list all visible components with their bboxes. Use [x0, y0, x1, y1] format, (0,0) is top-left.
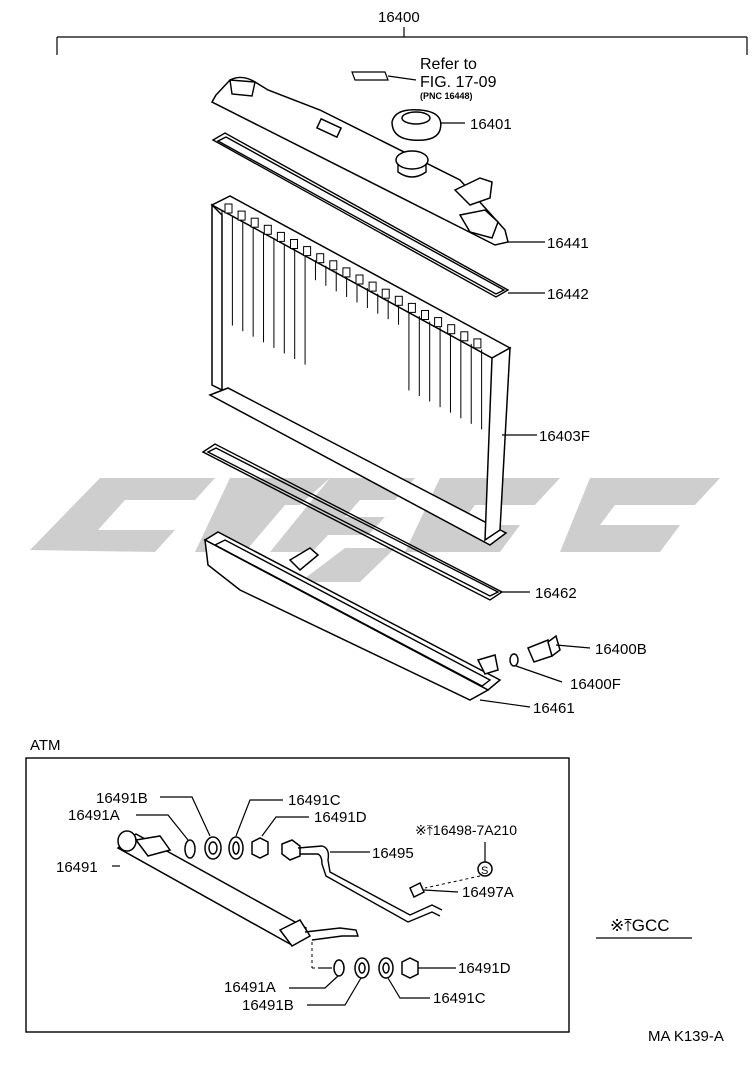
atm-label-16491C-bot: 16491C	[433, 990, 486, 1007]
label-16403F: 16403F	[539, 428, 590, 445]
core-tab	[407, 302, 416, 313]
washer-b-top	[204, 836, 222, 860]
figure-code: MA K139-A	[648, 1028, 724, 1045]
washer-c-top	[228, 836, 244, 860]
drain-cock-oring	[509, 653, 563, 683]
core-tab	[303, 246, 312, 257]
watermark-logo	[30, 478, 720, 582]
core-tab	[447, 324, 456, 335]
drain-cock	[527, 634, 591, 663]
core-tab	[473, 338, 482, 349]
refer-note: Refer to FIG. 17-09 (PNC 16448)	[351, 56, 497, 101]
atm-label-16491D-top: 16491D	[314, 809, 367, 826]
core-tab	[290, 239, 298, 249]
washer-a-top	[184, 839, 196, 859]
nut-d-top	[251, 837, 269, 859]
washer-b-bot	[354, 957, 370, 979]
label-16400F: 16400F	[570, 676, 621, 693]
clamp: S	[409, 861, 493, 899]
atm-label-16491B-bot: 16491B	[242, 997, 294, 1014]
core-tab	[460, 331, 469, 342]
atm-label-16497A: 16497A	[462, 884, 514, 901]
refer-note-line1: Refer to	[420, 56, 477, 73]
washer-c-bot	[378, 957, 394, 979]
label-16461: 16461	[533, 700, 575, 717]
core-tab	[368, 281, 377, 292]
assembly-bracket	[56, 27, 748, 55]
atm-label-clamp-ref: ※⤒16498-7A210	[415, 822, 517, 838]
atm-leaders	[136, 796, 486, 1006]
core-tab	[237, 210, 246, 221]
core-tab	[381, 288, 390, 299]
label-16400B: 16400B	[595, 641, 647, 658]
core-tab	[250, 217, 259, 228]
core-tab	[355, 274, 364, 285]
washer-a-bot	[333, 959, 345, 977]
refer-note-line2: FIG. 17-09	[420, 74, 497, 91]
upper-tank	[210, 76, 545, 246]
core-fins	[221, 203, 483, 430]
clamp-symbol: S	[481, 865, 488, 877]
atm-label-16491C-top: 16491C	[288, 792, 341, 809]
oil-pipe	[281, 839, 443, 923]
refer-note-line3: (PNC 16448)	[420, 91, 473, 101]
lower-gasket	[201, 443, 530, 601]
upper-gasket	[211, 132, 545, 298]
label-16462: 16462	[535, 585, 577, 602]
radiator-core	[208, 195, 537, 546]
legend-note: ※⤒GCC	[610, 916, 670, 935]
lower-tank	[203, 531, 531, 708]
label-16441: 16441	[547, 235, 589, 252]
atm-label-16495: 16495	[372, 845, 414, 862]
atm-title: ATM	[30, 737, 61, 754]
atm-label-16491B-top: 16491B	[96, 790, 148, 807]
core-tab	[263, 224, 272, 235]
oil-cooler	[112, 830, 359, 947]
core-tab	[329, 260, 338, 271]
label-16442: 16442	[547, 286, 589, 303]
atm-label-16491D-bot: 16491D	[458, 960, 511, 977]
assembly-number: 16400	[378, 9, 420, 26]
nut-d-bot	[401, 957, 456, 979]
core-tab	[316, 253, 325, 264]
core-tab	[394, 295, 403, 306]
atm-label-16491: 16491	[56, 859, 98, 876]
core-tab	[224, 203, 233, 214]
core-tab	[421, 310, 429, 320]
radiator-cap	[391, 109, 465, 142]
atm-box	[25, 757, 570, 1033]
core-tab	[276, 231, 285, 242]
core-tab	[342, 267, 351, 278]
atm-label-16491A-bot: 16491A	[224, 979, 276, 996]
atm-label-16491A-top: 16491A	[68, 807, 120, 824]
core-tab	[434, 317, 443, 328]
label-16401: 16401	[470, 116, 512, 133]
